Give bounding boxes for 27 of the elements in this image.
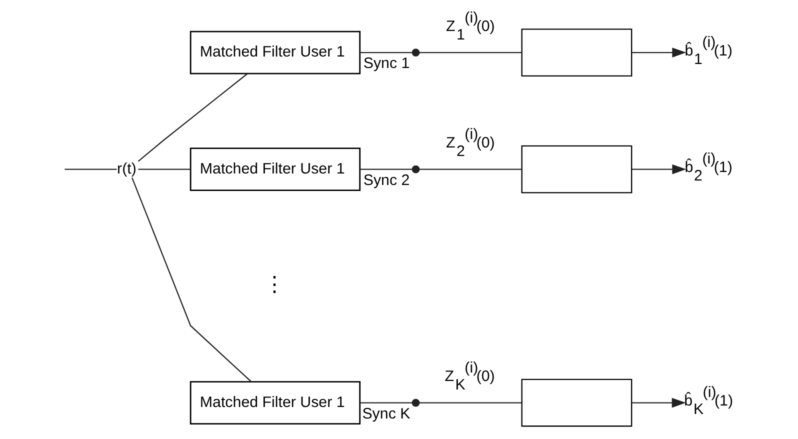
connector bbox=[419, 402, 522, 404]
node-label: Sync 2 bbox=[363, 172, 410, 189]
arrow bbox=[632, 164, 686, 174]
connector bbox=[360, 168, 412, 170]
node-box: Matched Filter User 1 bbox=[190, 381, 361, 424]
node-label: Sync 1 bbox=[363, 55, 410, 72]
node-switch bbox=[412, 48, 420, 56]
connector bbox=[64, 168, 117, 170]
arrow bbox=[632, 48, 686, 58]
node-box bbox=[521, 378, 632, 427]
connector bbox=[360, 52, 412, 54]
connector bbox=[132, 178, 252, 382]
connector bbox=[138, 73, 248, 162]
connector bbox=[138, 168, 190, 170]
node-label: Sync K bbox=[362, 405, 410, 422]
label: ⋮ bbox=[264, 273, 286, 296]
node-switch bbox=[412, 398, 420, 407]
node-switch bbox=[412, 165, 420, 174]
connector bbox=[360, 402, 412, 404]
connector bbox=[419, 52, 522, 54]
arrow bbox=[632, 398, 686, 408]
node-box: Matched Filter User 1 bbox=[190, 30, 361, 74]
node-box bbox=[521, 28, 632, 76]
node-box bbox=[521, 145, 632, 194]
node-text: r(t) bbox=[117, 160, 136, 178]
node-box: Matched Filter User 1 bbox=[190, 148, 361, 192]
connector bbox=[419, 168, 522, 170]
